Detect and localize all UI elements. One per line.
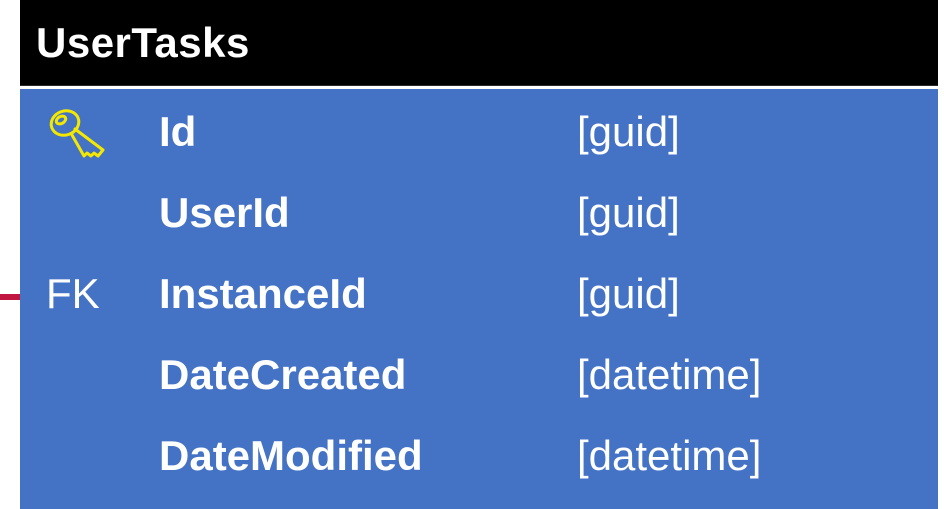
column-type: [datetime] (577, 432, 762, 479)
column-type: [guid] (577, 108, 680, 155)
header-divider (20, 85, 938, 89)
table-title: UserTasks (36, 18, 250, 66)
column-name: UserId (159, 189, 290, 236)
column-name: InstanceId (159, 270, 367, 317)
column-row-datemodified: DateModified [datetime] (20, 415, 938, 496)
column-row-userid: UserId [guid] (20, 172, 938, 253)
column-row-datecreated: DateCreated [datetime] (20, 334, 938, 415)
entity-table: UserTasks Id [guid] UserId (20, 0, 938, 509)
column-row-id: Id [guid] (20, 91, 938, 172)
column-name: DateModified (159, 432, 423, 479)
foreign-key-relation-line (0, 294, 30, 300)
foreign-key-marker: FK (46, 253, 136, 334)
primary-key-marker (46, 91, 136, 172)
key-icon (49, 109, 105, 158)
column-type: [datetime] (577, 351, 762, 398)
table-header: UserTasks (20, 0, 938, 85)
fk-label: FK (46, 270, 100, 317)
column-name: Id (159, 108, 197, 155)
table-body: Id [guid] UserId [guid] FK InstanceId [g… (20, 89, 938, 509)
column-name: DateCreated (159, 351, 407, 398)
column-type: [guid] (577, 270, 680, 317)
column-type: [guid] (577, 189, 680, 236)
column-row-instanceid: FK InstanceId [guid] (20, 253, 938, 334)
